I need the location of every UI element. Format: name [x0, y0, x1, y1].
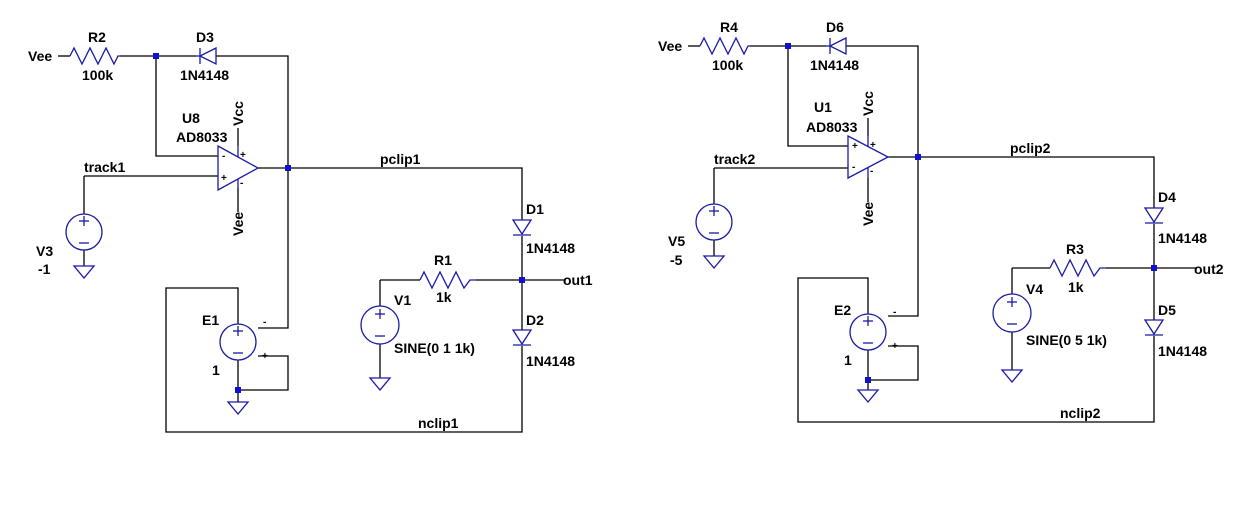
voltage-source-v5: [695, 203, 733, 241]
opamp-u1-plus-pin: +: [852, 141, 858, 152]
junctions-2: [785, 43, 1157, 383]
resistor-r4-value: 100k: [712, 57, 743, 73]
diode-d6-model: 1N4148: [810, 57, 859, 73]
opamp-u1-name: U1: [814, 99, 832, 115]
net-label-nclip2: nclip2: [1060, 405, 1101, 421]
voltage-source-v4-name: V4: [1026, 281, 1043, 297]
net-label-out2: out2: [1194, 261, 1224, 277]
diode-d4: [1143, 207, 1165, 224]
resistor-r3-name: R3: [1066, 241, 1084, 257]
diode-d5: [1143, 319, 1165, 336]
vcvs-e1: - +: [219, 317, 268, 362]
resistor-r1: [419, 270, 476, 290]
opamp-u1: + - + -: [847, 134, 890, 180]
diode-d2-model: 1N4148: [526, 353, 575, 369]
opamp-u1-minus-pin: -: [852, 162, 855, 173]
circuit-2: + - + -: [658, 19, 1224, 423]
junctions-1: [153, 53, 525, 393]
opamp-u1-vee-label: Vee: [860, 202, 876, 226]
diode-d3: [196, 46, 217, 66]
vcvs-e1-gain: 1: [212, 362, 220, 378]
opamp-u8-supply-plus-pin: +: [240, 150, 246, 161]
resistor-r3-value: 1k: [1068, 279, 1084, 295]
voltage-source-v1-value: SINE(0 1 1k): [394, 340, 475, 356]
diode-d3-model: 1N4148: [180, 67, 229, 83]
wires-1: [58, 55, 565, 433]
vcvs-e1-ctrl-minus: -: [263, 317, 266, 328]
opamp-u8-name: U8: [182, 110, 200, 126]
vcvs-e2: - +: [849, 307, 898, 352]
net-label-track2: track2: [714, 151, 755, 167]
voltage-source-v3: [65, 213, 103, 251]
vcvs-e2-ctrl-minus: -: [893, 307, 896, 318]
resistor-r2: [69, 46, 120, 66]
vcvs-e2-gain: 1: [844, 352, 852, 368]
diode-d1-name: D1: [526, 201, 544, 217]
opamp-u8-plus-pin: +: [221, 173, 227, 184]
opamp-u1-supply-plus-pin: +: [870, 140, 876, 151]
diode-d6: [826, 36, 847, 56]
diode-d2-name: D2: [526, 312, 544, 328]
vcvs-e2-name: E2: [834, 302, 851, 318]
diode-d5-model: 1N4148: [1158, 343, 1207, 359]
voltage-source-v3-value: -1: [38, 261, 51, 277]
diode-d1: [511, 219, 533, 236]
ground-symbol-e2: [856, 389, 880, 404]
net-label-nclip1: nclip1: [418, 415, 459, 431]
diode-d1-model: 1N4148: [526, 240, 575, 256]
opamp-u1-supply-minus-pin: -: [870, 166, 873, 177]
opamp-u8-supply-minus-pin: -: [240, 178, 243, 189]
resistor-r3: [1049, 258, 1106, 278]
net-label-pclip1: pclip1: [380, 151, 421, 167]
wires-2: [688, 45, 1196, 423]
ground-symbol-v5: [702, 255, 726, 270]
voltage-source-v3-name: V3: [36, 243, 53, 259]
diode-d3-name: D3: [196, 29, 214, 45]
opamp-u8-vee-label: Vee: [230, 212, 246, 236]
supply-label-vee-2: Vee: [658, 38, 682, 54]
ground-symbol-v3: [72, 265, 96, 280]
voltage-source-v5-value: -5: [670, 252, 683, 268]
vcvs-e1-ctrl-plus: +: [262, 351, 268, 362]
diode-d6-name: D6: [826, 19, 844, 35]
voltage-source-v1: [360, 305, 400, 345]
voltage-source-v4: [992, 293, 1032, 333]
voltage-source-v1-name: V1: [394, 292, 411, 308]
circuit-1: - + + -: [28, 29, 593, 433]
opamp-u1-vcc-label: Vcc: [860, 91, 876, 116]
opamp-u1-model: AD8033: [806, 119, 858, 135]
opamp-u8-model: AD8033: [176, 129, 228, 145]
net-label-pclip2: pclip2: [1010, 140, 1051, 156]
diode-d4-model: 1N4148: [1158, 230, 1207, 246]
resistor-r2-name: R2: [88, 29, 106, 45]
vcvs-e2-ctrl-plus: +: [892, 341, 898, 352]
ground-symbol-v4: [1000, 369, 1024, 384]
diode-d4-name: D4: [1158, 189, 1176, 205]
ground-symbol-v1: [368, 377, 392, 392]
supply-label-vee-1: Vee: [28, 48, 52, 64]
opamp-u8-minus-pin: -: [222, 151, 225, 162]
net-label-track1: track1: [84, 159, 125, 175]
resistor-r4-name: R4: [720, 19, 738, 35]
opamp-u8-vcc-label: Vcc: [230, 101, 246, 126]
resistor-r2-value: 100k: [82, 67, 113, 83]
diode-d5-name: D5: [1158, 302, 1176, 318]
diode-d2: [511, 329, 533, 346]
opamp-u8: - + + -: [217, 144, 260, 192]
net-label-out1: out1: [563, 272, 593, 288]
ground-symbol-e1: [226, 401, 250, 416]
resistor-r1-value: 1k: [436, 289, 452, 305]
vcvs-e1-name: E1: [202, 312, 219, 328]
voltage-source-v5-name: V5: [668, 233, 685, 249]
voltage-source-v4-value: SINE(0 5 1k): [1026, 332, 1107, 348]
resistor-r4: [699, 36, 750, 56]
resistor-r1-name: R1: [434, 252, 452, 268]
